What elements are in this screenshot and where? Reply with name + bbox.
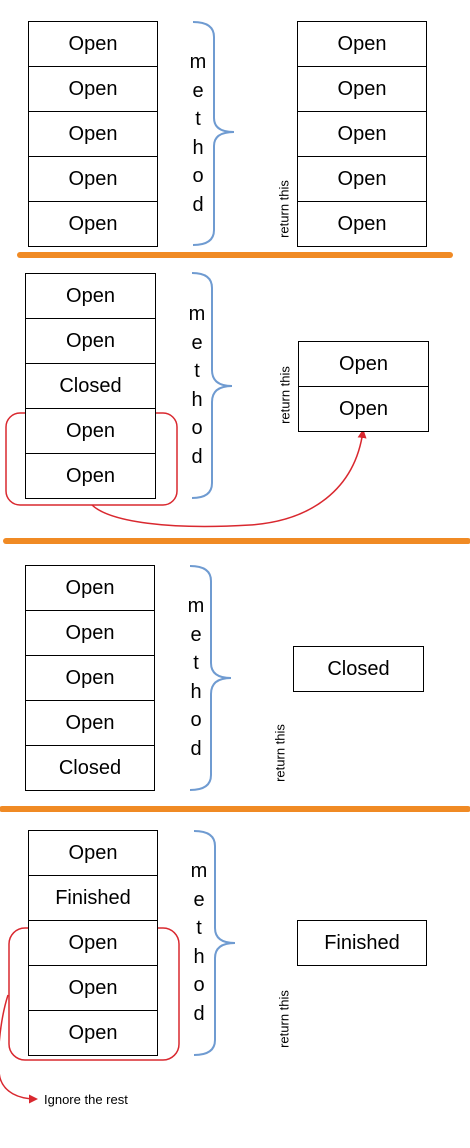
method-letter: m <box>189 51 207 73</box>
input-cell: Open <box>25 700 155 746</box>
arrow-ignore-the-rest <box>0 994 38 1104</box>
input-cell: Closed <box>25 363 156 409</box>
return-this-label: return this <box>277 366 293 424</box>
method-letter: h <box>191 388 203 411</box>
method-letter: d <box>192 193 204 216</box>
output-cell: Open <box>297 111 427 157</box>
input-cell: Open <box>28 111 158 157</box>
input-cell: Open <box>25 453 156 499</box>
method-letter: d <box>191 445 203 468</box>
method-letter: o <box>192 165 204 187</box>
method-letter: t <box>194 360 200 382</box>
method-letter: e <box>190 623 202 646</box>
arrow-to-output <box>91 429 367 528</box>
method-letter: m <box>190 860 208 882</box>
output-cell: Finished <box>297 920 427 966</box>
method-letter: o <box>191 417 203 439</box>
method-letter: t <box>193 652 199 674</box>
input-cell: Open <box>28 1010 158 1056</box>
method-letter: o <box>193 974 205 996</box>
input-cell: Open <box>25 655 155 701</box>
input-cell: Open <box>28 201 158 247</box>
output-cell: Open <box>297 66 427 112</box>
input-cell: Open <box>28 920 158 966</box>
method-letter: e <box>191 331 203 354</box>
method-letter: t <box>195 108 201 130</box>
method-letter: h <box>192 136 204 159</box>
input-cell: Finished <box>28 875 158 921</box>
method-letter: m <box>187 595 205 617</box>
method-letter: o <box>190 709 202 731</box>
method-letter: m <box>188 303 206 325</box>
input-cell: Open <box>25 273 156 319</box>
input-cell: Open <box>25 610 155 656</box>
input-cell: Open <box>25 318 156 364</box>
return-this-label: return this <box>276 990 292 1048</box>
method-letter: e <box>193 888 205 911</box>
method-letter: e <box>192 79 204 102</box>
method-letter: t <box>196 917 202 939</box>
method-letter: h <box>190 680 202 703</box>
output-cell: Open <box>297 21 427 67</box>
output-cell: Closed <box>293 646 424 692</box>
brace-3 <box>189 565 232 791</box>
input-cell: Open <box>25 565 155 611</box>
output-cell: Open <box>297 201 427 247</box>
input-cell: Open <box>28 156 158 202</box>
return-this-label: return this <box>272 724 288 782</box>
method-letter: d <box>190 737 202 760</box>
input-cell: Open <box>28 21 158 67</box>
output-cell: Open <box>297 156 427 202</box>
input-cell: Open <box>28 66 158 112</box>
brace-1 <box>192 21 235 246</box>
ignore-the-rest-note: Ignore the rest <box>44 1092 128 1107</box>
input-cell: Open <box>28 830 158 876</box>
input-cell: Closed <box>25 745 155 791</box>
input-cell: Open <box>25 408 156 454</box>
method-letter: h <box>193 945 205 968</box>
return-this-label: return this <box>276 180 292 238</box>
brace-4 <box>193 830 236 1056</box>
input-cell: Open <box>28 965 158 1011</box>
brace-2 <box>191 272 233 499</box>
method-letter: d <box>193 1002 205 1025</box>
output-cell: Open <box>298 341 429 387</box>
output-cell: Open <box>298 386 429 432</box>
